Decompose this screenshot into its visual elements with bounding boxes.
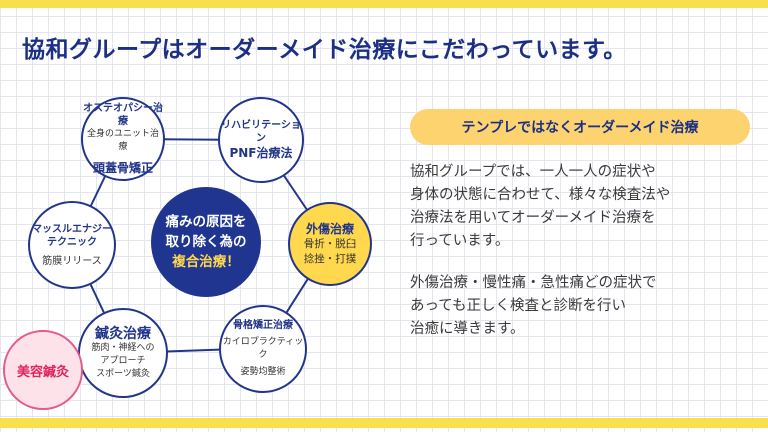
trauma-title: 外傷治療 (305, 222, 354, 236)
paragraph-1-line: 行っています。 (410, 233, 510, 249)
trauma-line-1: 骨折・脱臼 (303, 238, 357, 250)
bone-title: 骨格矯正治療 (233, 320, 293, 331)
paragraph-1-line: 身体の状態に合わせて、様々な検査法や (410, 187, 671, 203)
center-line-1: 痛みの原因を (165, 214, 247, 230)
acupuncture-line-3: スポーツ鍼灸 (96, 368, 150, 379)
paragraph-2-line: 外傷治療・慢性痛・急性痛どの症状で (410, 275, 657, 291)
paragraph-1: 協和グループでは、一人一人の症状や 身体の状態に合わせて、様々な検査法や 治療法… (410, 161, 758, 253)
bottom-band (0, 418, 768, 428)
osteopathy-title: オステオパシー治療 (83, 103, 163, 127)
banner-pill: テンプレではなくオーダーメイド治療 (410, 109, 750, 145)
osteopathy-circle: オステオパシー治療 全身のユニット治療 頭蓋骨矯正 (81, 97, 165, 181)
osteopathy-main: 頭蓋骨矯正 (92, 161, 153, 175)
rehab-main: PNF治療法 (229, 146, 293, 160)
trauma-circle: 外傷治療 骨折・脱臼 捻挫・打撲 (288, 202, 372, 286)
acupuncture-title: 鍼灸治療 (95, 325, 151, 342)
acupuncture-circle: 鍼灸治療 筋肉・神経への アプローチ スポーツ鍼灸 (78, 308, 168, 398)
muscle-energy-circle: マッスルエナジー テクニック 筋膜リリース (28, 201, 116, 289)
page-title: 協和グループはオーダーメイド治療にこだわっています。 (22, 37, 627, 63)
paragraph-1-line: 協和グループでは、一人一人の症状や (410, 164, 656, 180)
osteopathy-sub: 全身のユニット治療 (86, 129, 159, 152)
trauma-line-2: 捻挫・打撲 (303, 253, 357, 265)
bone-line-2: 姿勢均整術 (240, 367, 286, 377)
acupuncture-line-2: アプローチ (100, 355, 146, 366)
beauty-acupuncture-badge: 美容鍼灸 (3, 330, 83, 410)
center-accent: 複合治療！ (172, 254, 240, 270)
paragraph-1-line: 治療法を用いてオーダーメイド治療を (410, 210, 656, 226)
acupuncture-line-1: 筋肉・神経への (91, 342, 155, 353)
bone-circle: 骨格矯正治療 カイロプラクティック 姿勢均整術 (219, 305, 307, 393)
muscle-title-line-2: テクニック (47, 236, 97, 248)
rehab-circle: リハビリテーション PNF治療法 (218, 97, 304, 183)
paragraph-2: 外傷治療・慢性痛・急性痛どの症状で あっても正しく検査と診断を行い 治癒に導きま… (410, 272, 758, 341)
top-band (0, 0, 768, 8)
center-line-2: 取り除く為の (165, 234, 247, 250)
rehab-title: リハビリテーション (221, 120, 301, 144)
muscle-sub: 筋膜リリース (42, 255, 102, 267)
bone-line-1: カイロプラクティック (222, 337, 304, 360)
paragraph-2-line: あっても正しく検査と診断を行い (410, 298, 627, 314)
center-circle: 痛みの原因を 取り除く為の 複合治療！ (151, 187, 261, 297)
paragraph-2-line: 治癒に導きます。 (410, 321, 525, 337)
muscle-title-line-1: マッスルエナジー (32, 223, 112, 235)
